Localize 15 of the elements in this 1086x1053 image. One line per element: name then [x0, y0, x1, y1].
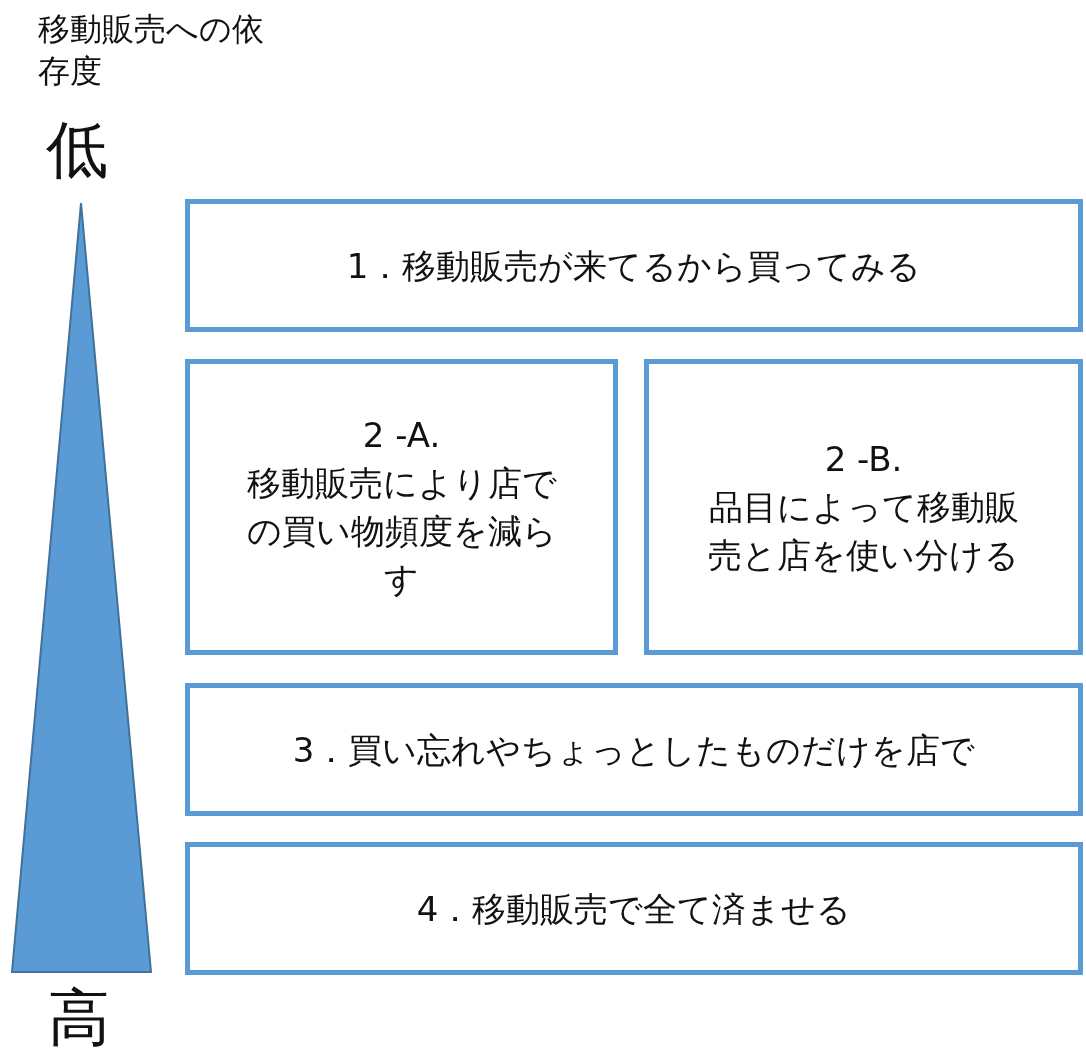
box-text: 1．移動販売が来てるから買ってみる: [346, 244, 922, 288]
box-text: 品目によって移動販売と店を使い分ける: [707, 486, 1020, 577]
text-box: [185, 359, 618, 655]
box-heading: 2 -A.: [362, 414, 441, 457]
axis-end-label: 低: [46, 112, 108, 188]
text-box: [644, 359, 1083, 655]
axis-title: 移動販売への依存度: [38, 9, 265, 92]
box-text: 4．移動販売で全て済ませる: [416, 887, 852, 931]
text-box: [185, 683, 1083, 816]
box-text: 移動販売により店での買い物頻度を減らす: [245, 462, 558, 601]
box-text: 3．買い忘れやちょっとしたものだけを店で: [292, 728, 976, 772]
axis-end-label: 高: [48, 980, 110, 1053]
text-box: [185, 842, 1083, 975]
box-heading: 2 -B.: [824, 438, 903, 481]
text-box: [185, 199, 1083, 332]
